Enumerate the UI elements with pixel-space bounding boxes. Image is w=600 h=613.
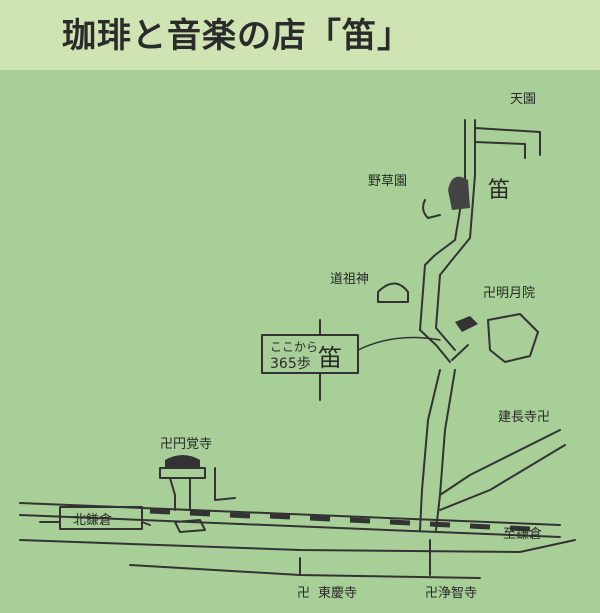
road-kenchoji [439,429,561,496]
label-jochiji: 卍浄智寺 [425,586,478,601]
map-drawing [19,119,576,579]
road-bottom-low [129,564,481,579]
label-tenen: 天園 [510,92,537,107]
meigetsuin-building-icon [455,316,478,332]
shop-building-icon [448,176,470,210]
label-station: 北鎌倉 [73,513,113,528]
sign-line1: ここから [270,340,319,354]
road-meigetsuin-branch [451,344,469,361]
label-kenchoji: 建長寺卍 [498,410,551,425]
label-shop: 笛 [488,178,511,203]
label-yasouen: 野草園 [368,174,408,189]
road-bottom-top [19,539,576,553]
feature-near-station [174,519,206,533]
page-title: 珈琲と音楽の店「笛」 [62,16,412,56]
meigetsuin-shape [487,313,539,363]
road-top-right-edge [435,119,476,351]
header: 珈琲と音楽の店「笛」 [0,0,600,70]
station-right-road [141,521,151,526]
sign-shop: 笛 [318,344,342,372]
enkakuji-building-icon [165,455,200,468]
station-box [59,506,143,530]
yasouen-shape [422,199,441,219]
road-enkakuji-right [214,467,236,501]
label-tokeiji: 東慶寺 [318,586,358,601]
sign-arrow [357,336,441,351]
enkakuji-gate [159,467,206,479]
dosojin-shape [377,282,409,303]
road-main-left [419,369,441,531]
road-tenen-branch [474,127,541,156]
label-to-kamakura: 至鎌倉 [503,527,543,542]
sign-board [261,334,359,374]
road-tenen-branch2 [474,141,526,159]
label-meigetsuin: 卍明月院 [483,286,536,301]
sign-line2: 365歩 [270,356,311,372]
road-main-right [435,369,456,531]
road-enkakuji [169,477,176,511]
temple-icon: 卍 [297,586,311,601]
rail-bottom [19,514,561,538]
road-kenchoji-lower [439,444,566,511]
label-dosojin: 道祖神 [330,272,370,287]
map-area: 天園 野草園 笛 道祖神 卍明月院 建長寺卍 卍円覚寺 北鎌倉 至鎌倉 卍 東慶… [0,70,600,613]
label-enkakuji: 卍円覚寺 [160,437,213,452]
